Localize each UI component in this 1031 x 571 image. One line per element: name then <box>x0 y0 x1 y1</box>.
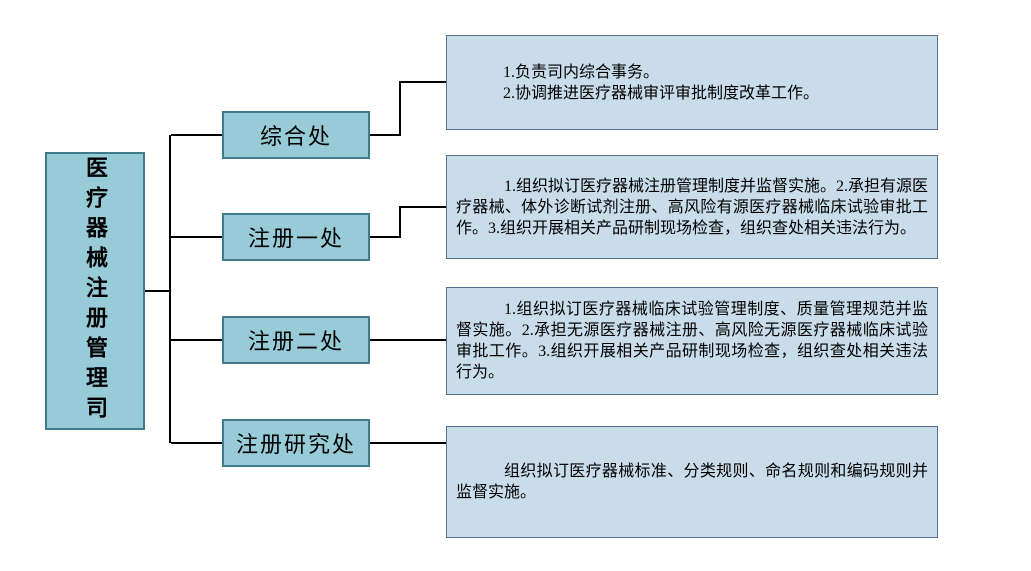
desc-text: 1.负责司内综合事务。 2.协调推进医疗器械审评审批制度改革工作。 <box>503 63 820 102</box>
desc-box-general-office: 1.负责司内综合事务。 2.协调推进医疗器械审评审批制度改革工作。 <box>446 35 938 130</box>
spine-to-branches-lines <box>171 134 222 444</box>
branch-node-registration-div2: 注册二处 <box>222 316 370 364</box>
branch1-to-desc-line <box>370 81 446 136</box>
branch-node-label: 注册一处 <box>247 226 344 251</box>
desc-text: 组织拟订医疗器械标准、分类规则、命名规则和编码规则并监督实施。 <box>456 463 928 501</box>
desc-box-registration-div2: 1.组织拟订医疗器械临床试验管理制度、质量管理规范并监督实施。2.承担无源医疗器… <box>446 287 938 395</box>
branch-node-registration-div1: 注册一处 <box>222 213 370 261</box>
desc-text: 1.组织拟订医疗器械临床试验管理制度、质量管理规范并监督实施。2.承担无源医疗器… <box>456 301 928 381</box>
branch-node-label: 注册二处 <box>247 329 344 354</box>
root-node: 医疗器械注册管理司 <box>45 152 145 430</box>
branch-node-general-office: 综合处 <box>222 111 370 159</box>
branch-node-label: 综合处 <box>259 124 332 149</box>
root-node-label: 医疗器械注册管理司 <box>83 156 108 426</box>
branch-node-label: 注册研究处 <box>235 432 356 457</box>
branch-node-registration-research: 注册研究处 <box>222 419 370 467</box>
desc-text: 1.组织拟订医疗器械注册管理制度并监督实施。2.承担有源医疗器械、体外诊断试剂注… <box>456 177 929 237</box>
desc-box-registration-div1: 1.组织拟订医疗器械注册管理制度并监督实施。2.承担有源医疗器械、体外诊断试剂注… <box>446 155 938 259</box>
branch2-to-desc-line <box>370 206 446 238</box>
desc-box-registration-research: 组织拟订医疗器械标准、分类规则、命名规则和编码规则并监督实施。 <box>446 426 938 538</box>
